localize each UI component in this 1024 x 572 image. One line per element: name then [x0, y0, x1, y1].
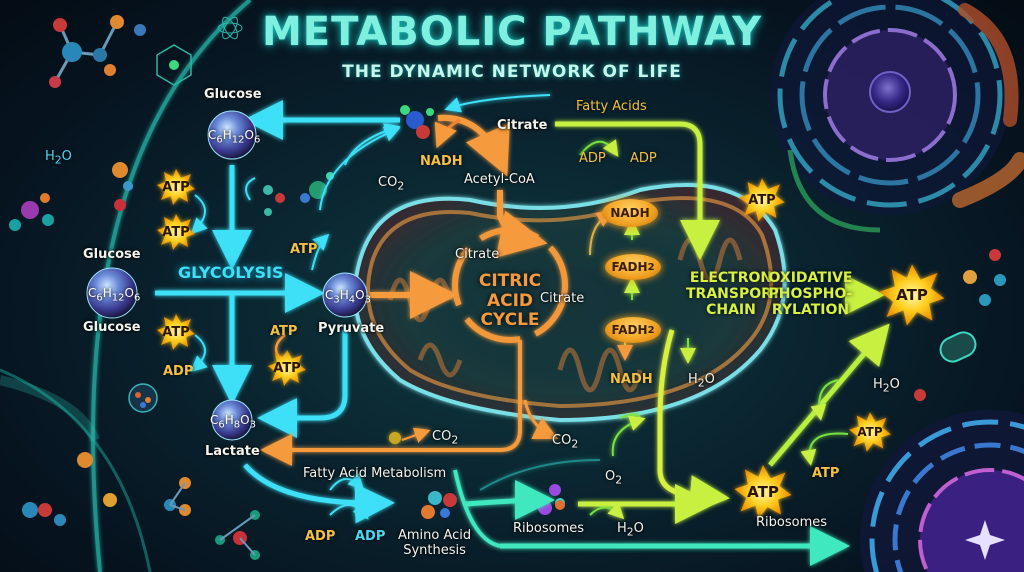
atp-star-label: ATP	[162, 179, 190, 195]
adp-label: ADP	[579, 151, 606, 166]
co2-label: CO2	[378, 175, 405, 193]
citrate-left-label: Citrate	[455, 247, 500, 262]
pyruvate-formula: C3H4O3	[325, 288, 371, 306]
h2o-right-label: H2O	[873, 377, 900, 395]
adp-label: ADP	[630, 151, 657, 166]
atp-star-ribosome-label: ATP	[747, 483, 779, 501]
h2o-bottom-label: H2O	[617, 521, 644, 539]
decorative-molecules	[9, 15, 1006, 560]
glucose-top-formula: C6H12O6	[208, 128, 261, 146]
citric-acid-cycle-label: CITRIC ACID CYCLE	[478, 271, 542, 331]
cell-nucleus-bottom-right	[860, 331, 1024, 572]
atp-star-label: ATP	[162, 324, 190, 340]
co2-lower-label: CO2	[432, 429, 459, 447]
lactate-label: Lactate	[205, 444, 260, 459]
fatty-acid-metabolism-label: Fatty Acid Metabolism	[303, 466, 447, 481]
glycolysis-arrows	[155, 94, 850, 566]
atp-star-right-label: ATP	[857, 425, 883, 439]
nadh-label: NADH	[420, 154, 463, 169]
atp-text-right: ATP	[812, 466, 840, 481]
citrate-right-label: Citrate	[540, 291, 585, 306]
nadh-bottom-label: NADH	[610, 372, 653, 387]
lactate-formula: C6H8O3	[210, 413, 256, 431]
adp-text: ADP	[163, 364, 194, 379]
cell-membrane-left	[91, 0, 252, 572]
atp-text: ATP	[290, 242, 318, 257]
electron-transport-chain-label: ELECTRON TRANSPORT CHAIN	[686, 270, 781, 319]
atp-star-label: ATP	[162, 224, 190, 240]
oxidative-phosphorylation-label: OXIDATIVE PHOSPHO- RYLATION	[768, 270, 853, 319]
h2o-bottom-label: H2O	[688, 372, 715, 390]
adp-label: ADP	[355, 529, 386, 544]
co2-bottom-label: CO2	[552, 433, 579, 451]
pyruvate-label: Pyruvate	[318, 321, 385, 336]
adp-label: ADP	[305, 529, 336, 544]
pyruvate-sphere	[322, 272, 368, 318]
h2o-left-label: H2O	[45, 149, 72, 167]
glucose-left-label-top: Glucose	[83, 247, 141, 262]
acetyl-coa-label: Acetyl-CoA	[464, 172, 535, 187]
glucose-left-label-bottom: Glucose	[83, 320, 141, 335]
atp-star-label: ATP	[748, 192, 776, 208]
mitochondrion	[353, 183, 787, 423]
ribosomes-left-label: Ribosomes	[513, 521, 585, 536]
glucose-top-label: Glucose	[204, 87, 262, 102]
lactate-sphere	[211, 399, 253, 441]
glucose-top-sphere	[207, 110, 257, 160]
amino-acid-synthesis-label: Amino Acid Synthesis	[398, 528, 472, 558]
electron-transport-arrows	[555, 121, 890, 524]
glucose-left-formula: C6H12O6	[88, 286, 141, 304]
cell-nucleus-top-right	[770, 0, 1024, 233]
glucose-left-sphere	[86, 267, 138, 319]
nadh-pill: NADH	[602, 199, 658, 227]
page-title: METABOLIC PATHWAY	[261, 9, 763, 55]
fatty-acids-label: Fatty Acids	[576, 99, 647, 114]
ribosomes-right-label: Ribosomes	[756, 515, 828, 530]
atp-stars	[157, 169, 945, 519]
glycolysis-label: GLYCOLYSIS	[178, 263, 284, 282]
atp-star-main-label: ATP	[896, 286, 928, 304]
atp-text: ATP	[270, 324, 298, 339]
citrate-top-label: Citrate	[497, 118, 548, 133]
page-subtitle: THE DYNAMIC NETWORK OF LIFE	[342, 62, 682, 82]
citric-acid-cycle-arrows	[260, 114, 568, 466]
atp-star-label: ATP	[273, 360, 301, 376]
o2-label: O2	[605, 469, 623, 487]
